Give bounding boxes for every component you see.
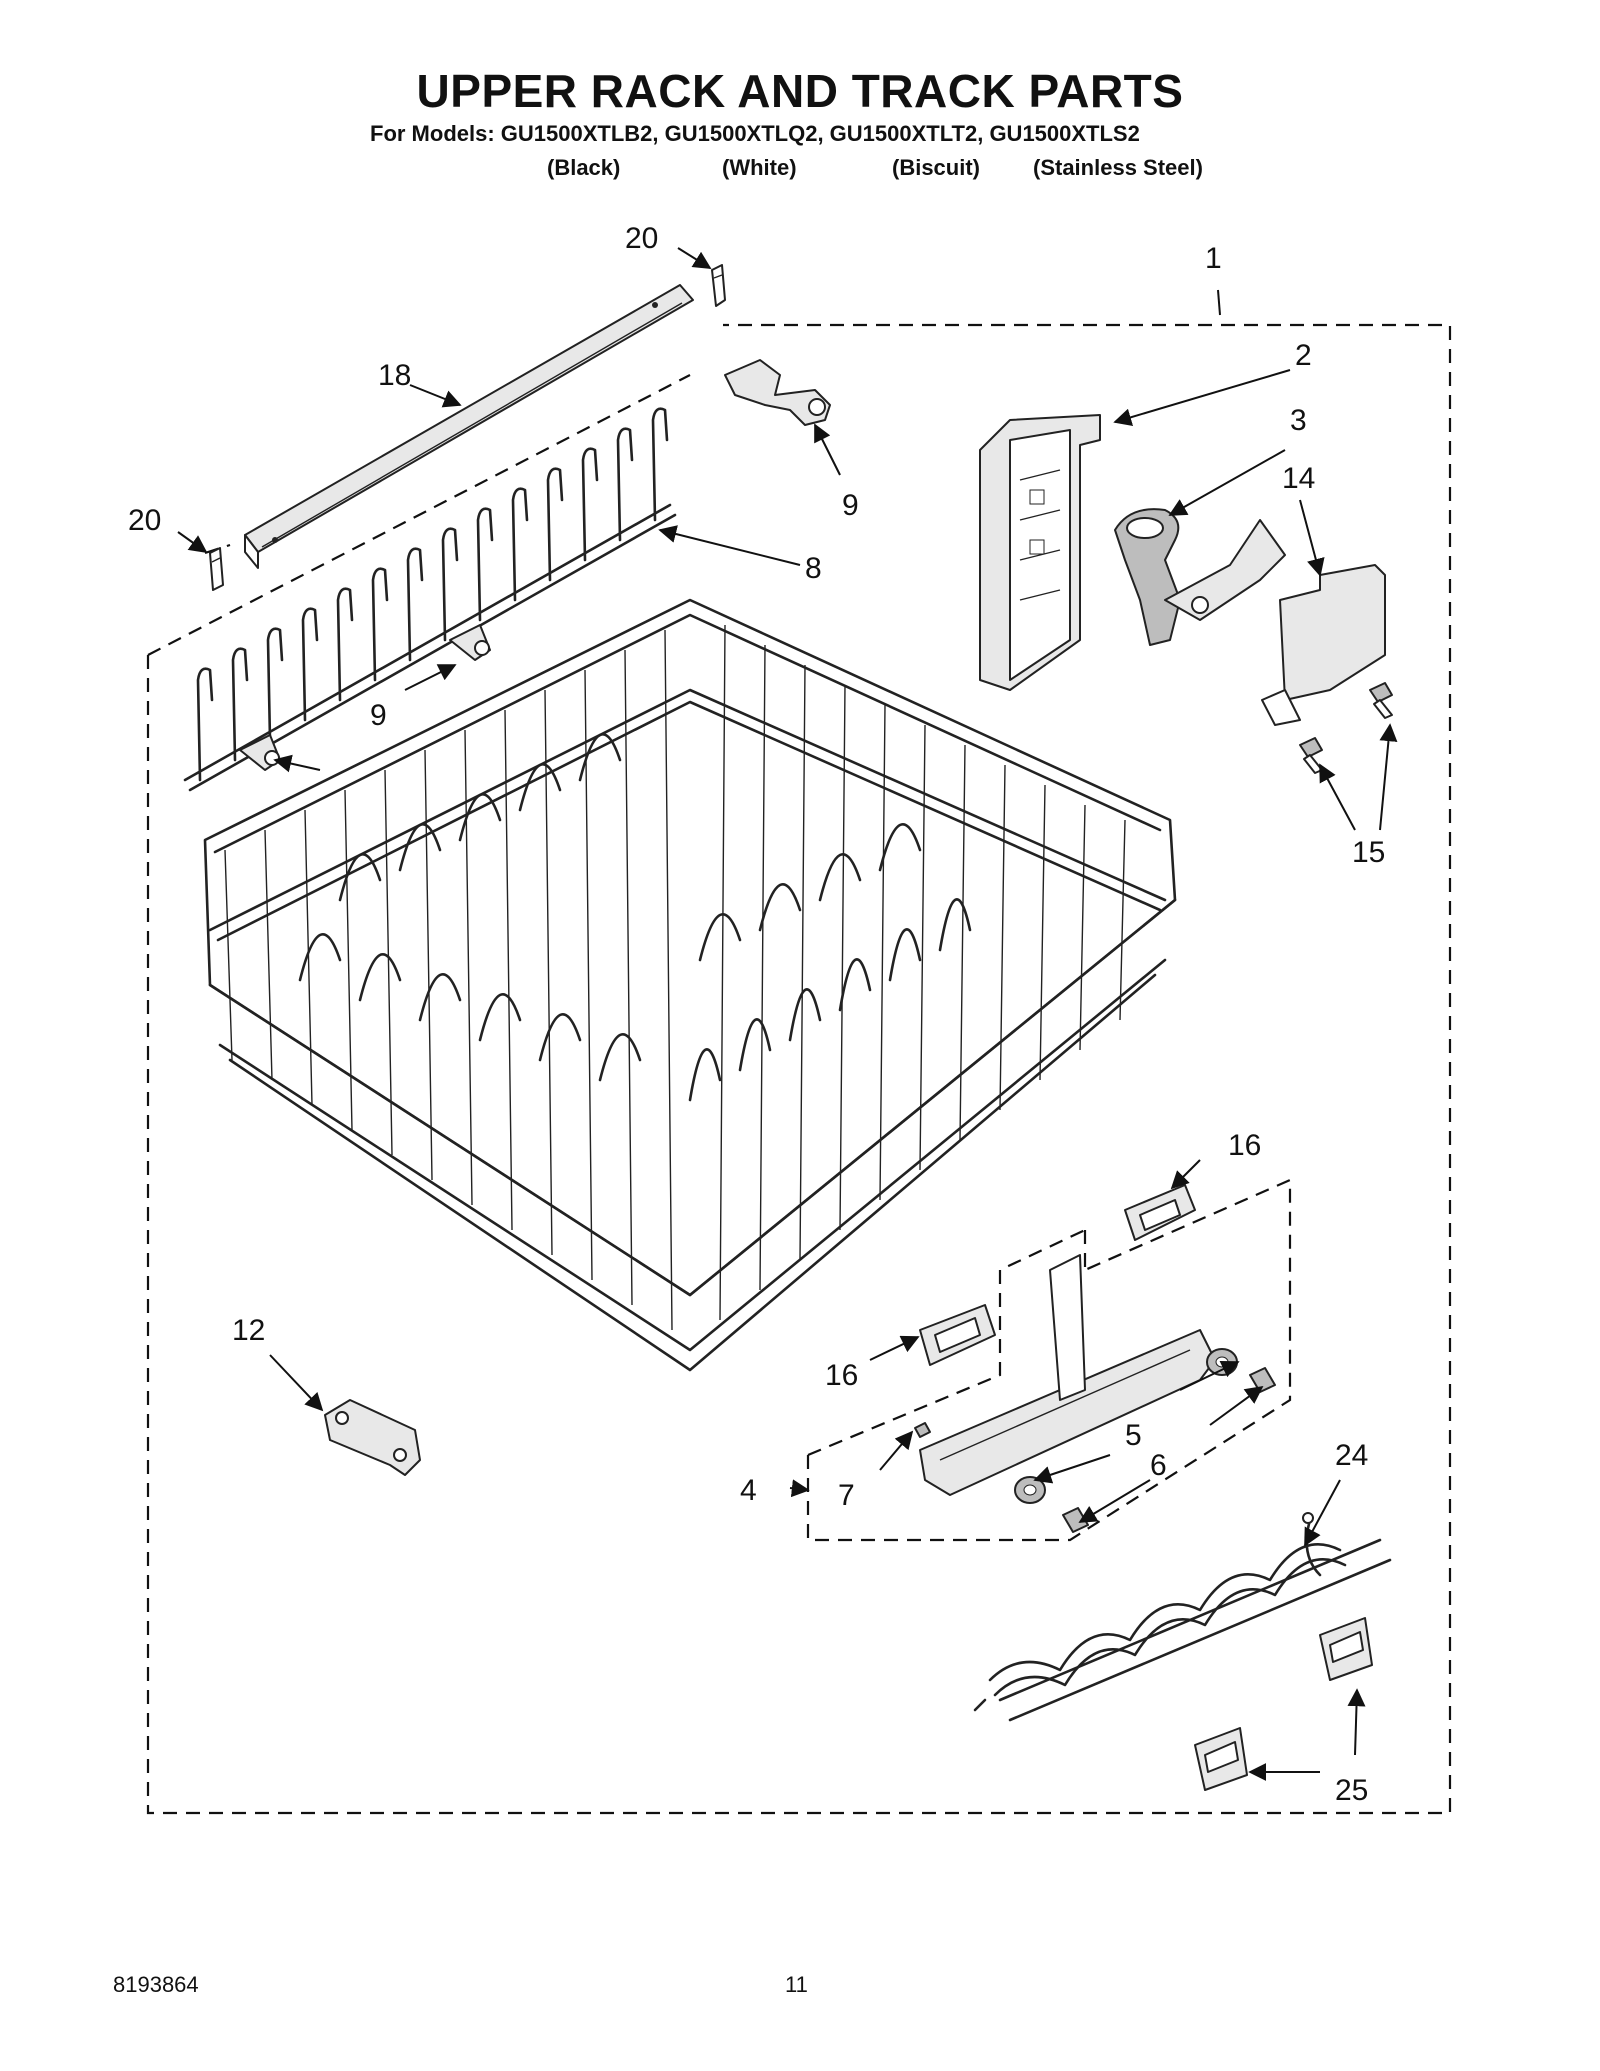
cover-part-14 [1261,564,1386,726]
color-biscuit: (Biscuit) [892,155,980,180]
pin-part-7 [914,1422,931,1438]
callout-18: 18 [378,359,411,392]
callout-2: 2 [1295,339,1312,372]
tine-row-part-24 [973,1512,1392,1722]
track-part-4 [919,1254,1216,1496]
clip-part-20-top [711,264,726,307]
color-white: (White) [722,155,797,180]
callout-15: 15 [1352,836,1385,869]
callout-8: 8 [805,552,822,585]
stop-part-12 [324,1399,421,1476]
clip-part-16-left [919,1304,996,1366]
callout-25: 25 [1335,1774,1368,1807]
callout-5: 5 [1125,1419,1142,1452]
callout-7: 7 [838,1479,855,1512]
track-assembly-outline-part-4 [806,1178,1292,1542]
clip-part-16-right [1124,1184,1196,1241]
callout-20-top: 20 [625,222,658,255]
hinge-part-9-top [724,359,831,426]
color-stainless: (Stainless Steel) [1033,155,1203,180]
callout-9-top: 9 [842,489,859,522]
clip-part-25-left [1194,1727,1248,1791]
bracket-part-2 [979,414,1101,691]
upper-rack-basket [203,598,1177,1372]
leader-lines [177,247,1398,1781]
callout-16-left: 16 [825,1359,858,1392]
callout-14: 14 [1282,462,1315,495]
callout-12: 12 [232,1314,265,1347]
hinge-part-9-left [239,624,491,771]
callout-9-left: 9 [370,699,387,732]
color-black: (Black) [547,155,621,180]
callout-20-left: 20 [128,504,161,537]
callout-4: 4 [740,1474,757,1507]
callout-labels: 1 2 3 14 15 18 20 20 8 9 9 12 16 16 4 5 … [128,222,1385,1807]
screws-part-15 [1299,682,1393,774]
callout-1: 1 [1205,242,1222,275]
adjuster-part-3 [1114,508,1286,646]
clip-part-20-left [209,547,224,591]
models-line: For Models: GU1500XTLB2, GU1500XTLQ2, GU… [370,121,1140,146]
clip-part-25-right [1319,1617,1373,1681]
page-number: 11 [785,1972,808,1997]
rail-part-18 [244,284,694,569]
callout-6: 6 [1150,1449,1167,1482]
callout-24: 24 [1335,1439,1368,1472]
callout-3: 3 [1290,404,1307,437]
page-title: UPPER RACK AND TRACK PARTS [416,65,1184,117]
callout-16-right: 16 [1228,1129,1261,1162]
doc-number: 8193864 [113,1972,199,1997]
